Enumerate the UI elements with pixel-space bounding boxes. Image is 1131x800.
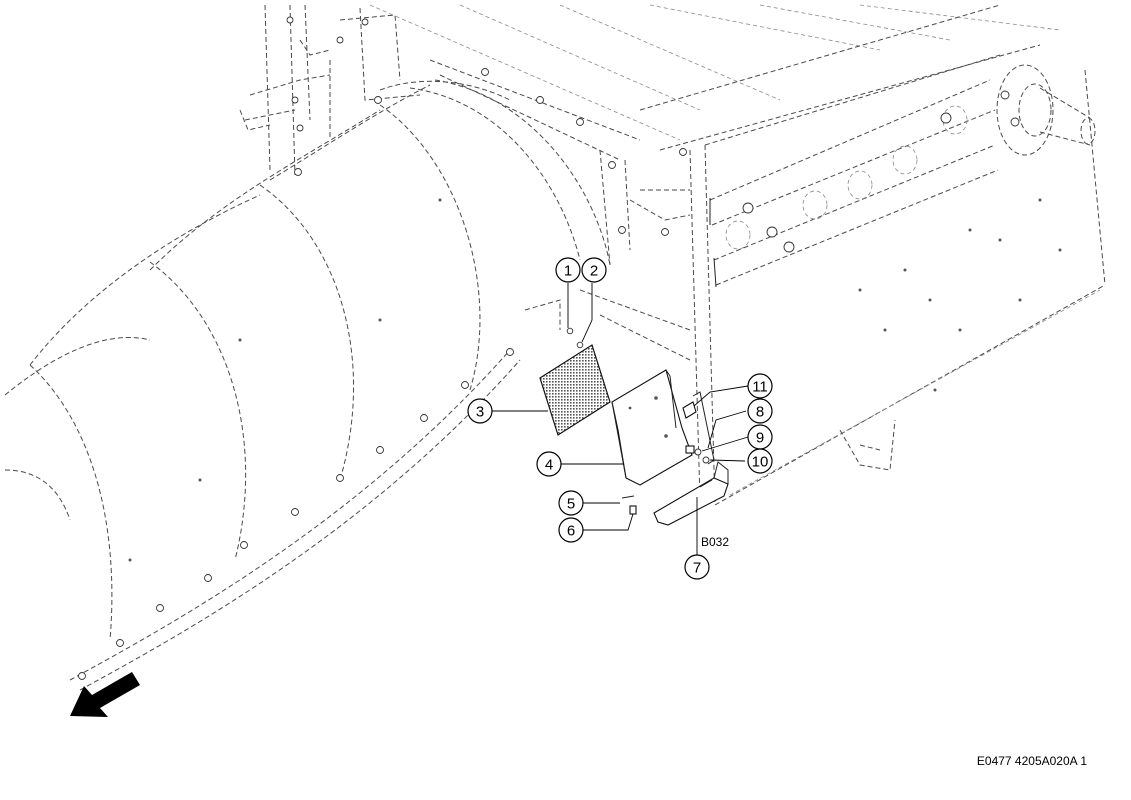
callout-7: 7 [684,554,710,580]
callout-4-label: 4 [545,457,553,474]
frame-bolts [78,16,1020,680]
callout-1-label: 1 [564,263,572,280]
panel-holes [128,198,1062,562]
callout-8-label: 8 [756,404,764,421]
direction-arrow-icon [70,672,140,717]
callout-11-label: 11 [752,379,768,396]
callout-5-label: 5 [567,496,575,513]
callout-11: 11 [747,373,773,399]
callout-6: 6 [558,517,584,543]
callout-2: 2 [581,257,607,283]
callout-9-label: 9 [756,430,764,447]
rotor-drum [4,79,611,691]
callout-3-label: 3 [476,404,484,421]
callout-5: 5 [558,490,584,516]
clip-part [685,445,695,454]
callout-3: 3 [467,398,493,424]
nut-part-2 [629,505,637,515]
deflector-part [653,461,729,526]
callout-10-label: 10 [752,454,769,471]
clip-bracket-part [682,391,715,465]
callout-7-label: 7 [693,560,701,577]
pin-part [621,495,635,499]
callout-1: 1 [555,257,581,283]
cover-plate-part [611,369,693,486]
leader-lines [492,283,749,555]
callout-9: 9 [747,424,773,450]
callout-4: 4 [536,451,562,477]
exploded-parts [539,327,729,526]
nut-part [702,456,710,464]
mesh-screen-part [539,344,611,436]
screw-part [566,327,574,335]
callout-8: 8 [747,398,773,424]
washer-part [694,448,702,456]
callout-6-label: 6 [567,523,575,540]
callout-10: 10 [747,448,773,474]
reference-code: E0477 4205A020A 1 [976,754,1087,768]
machine-frame [239,4,1106,506]
part-code-label: B032 [701,535,729,549]
callout-2-label: 2 [590,263,598,280]
washer-part-2 [576,341,584,349]
